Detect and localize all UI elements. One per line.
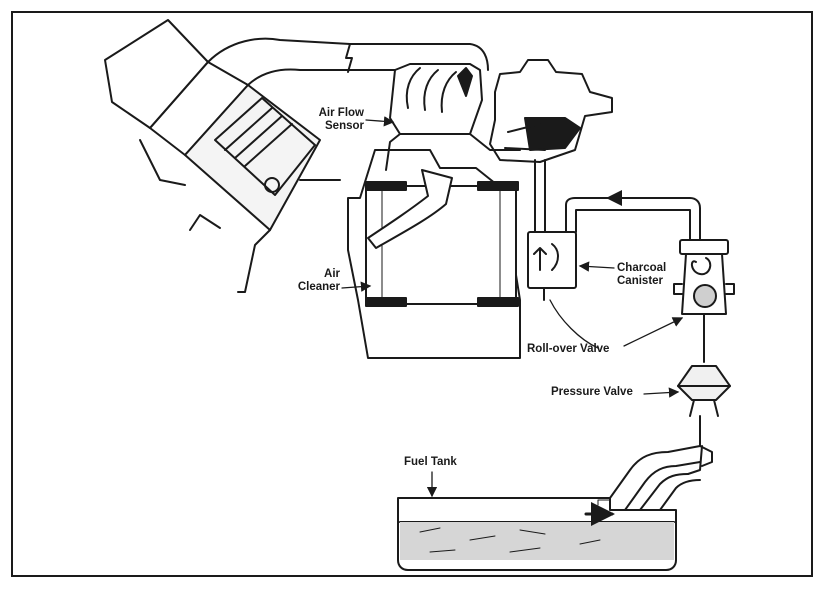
- charcoal-canister-body: [527, 231, 577, 301]
- pressure-valve-body: [677, 365, 731, 447]
- label-charcoal-canister-line2: Canister: [617, 275, 664, 287]
- label-fuel-tank: Fuel Tank: [404, 456, 457, 468]
- label-air-cleaner: Air Cleaner: [282, 268, 340, 294]
- label-charcoal-canister: Charcoal Canister: [617, 262, 666, 288]
- label-air-cleaner-line1: Air: [324, 268, 340, 280]
- intake-duct: [207, 37, 489, 86]
- label-charcoal-canister-line1: Charcoal: [617, 262, 667, 274]
- leader-lines: [341, 116, 684, 498]
- diagram-frame: [11, 11, 813, 577]
- rollover-valve-body: [673, 239, 735, 363]
- fuel-tank-body: [397, 497, 677, 571]
- label-air-cleaner-line2: Cleaner: [297, 281, 340, 293]
- throttle-housing: [489, 59, 613, 163]
- label-air-flow-sensor-line1: Air Flow: [318, 107, 364, 119]
- air-cleaner: [347, 149, 521, 359]
- label-pressure-valve: Pressure Valve: [551, 386, 633, 398]
- engine-cylinder: [104, 19, 341, 293]
- filler-neck: [609, 445, 713, 511]
- label-rollover-valve: Roll-over Valve: [527, 343, 610, 355]
- air-flow-sensor: [385, 63, 521, 171]
- purge-hoses: [534, 159, 701, 241]
- label-air-flow-sensor: Air Flow Sensor: [292, 107, 364, 133]
- label-air-flow-sensor-line2: Sensor: [325, 120, 364, 132]
